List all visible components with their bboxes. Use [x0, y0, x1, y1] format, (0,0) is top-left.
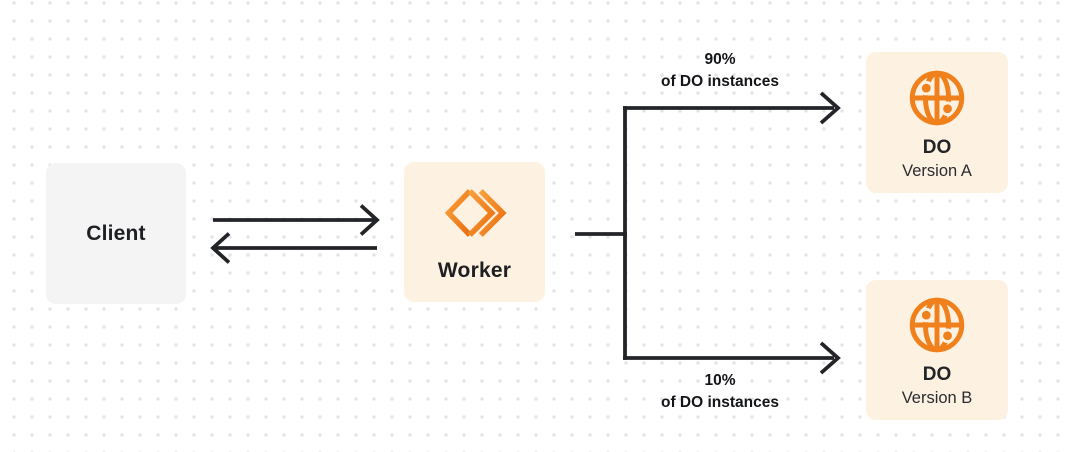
arrowhead-worker-to-client: [210, 232, 231, 264]
branch-top-caption: of DO instances: [661, 73, 779, 90]
branch-bottom-caption: of DO instances: [661, 394, 779, 411]
node-do-version-a: DO Version A: [866, 52, 1008, 193]
arrowhead-client-to-worker: [359, 204, 380, 236]
branch-top-label: 90% of DO instances: [620, 49, 820, 93]
branch-bottom-label: 10% of DO instances: [620, 370, 820, 414]
node-do-version-b: DO Version B: [866, 280, 1008, 420]
node-client: Client: [46, 163, 186, 304]
do-b-subtitle: Version B: [901, 389, 973, 407]
do-a-title: DO: [922, 136, 952, 158]
do-b-title: DO: [922, 364, 952, 385]
arrowhead-version-b: [819, 341, 841, 375]
arrowhead-version-a: [819, 91, 841, 125]
workers-icon: [444, 188, 507, 237]
branch-bottom-percent: 10%: [704, 372, 736, 389]
branch-top-percent: 90%: [704, 51, 736, 68]
node-worker: Worker: [404, 162, 545, 302]
worker-label: Worker: [437, 258, 512, 282]
do-a-subtitle: Version A: [902, 161, 972, 180]
globe-icon: [909, 297, 965, 353]
globe-icon: [909, 70, 965, 125]
client-label: Client: [86, 221, 146, 245]
